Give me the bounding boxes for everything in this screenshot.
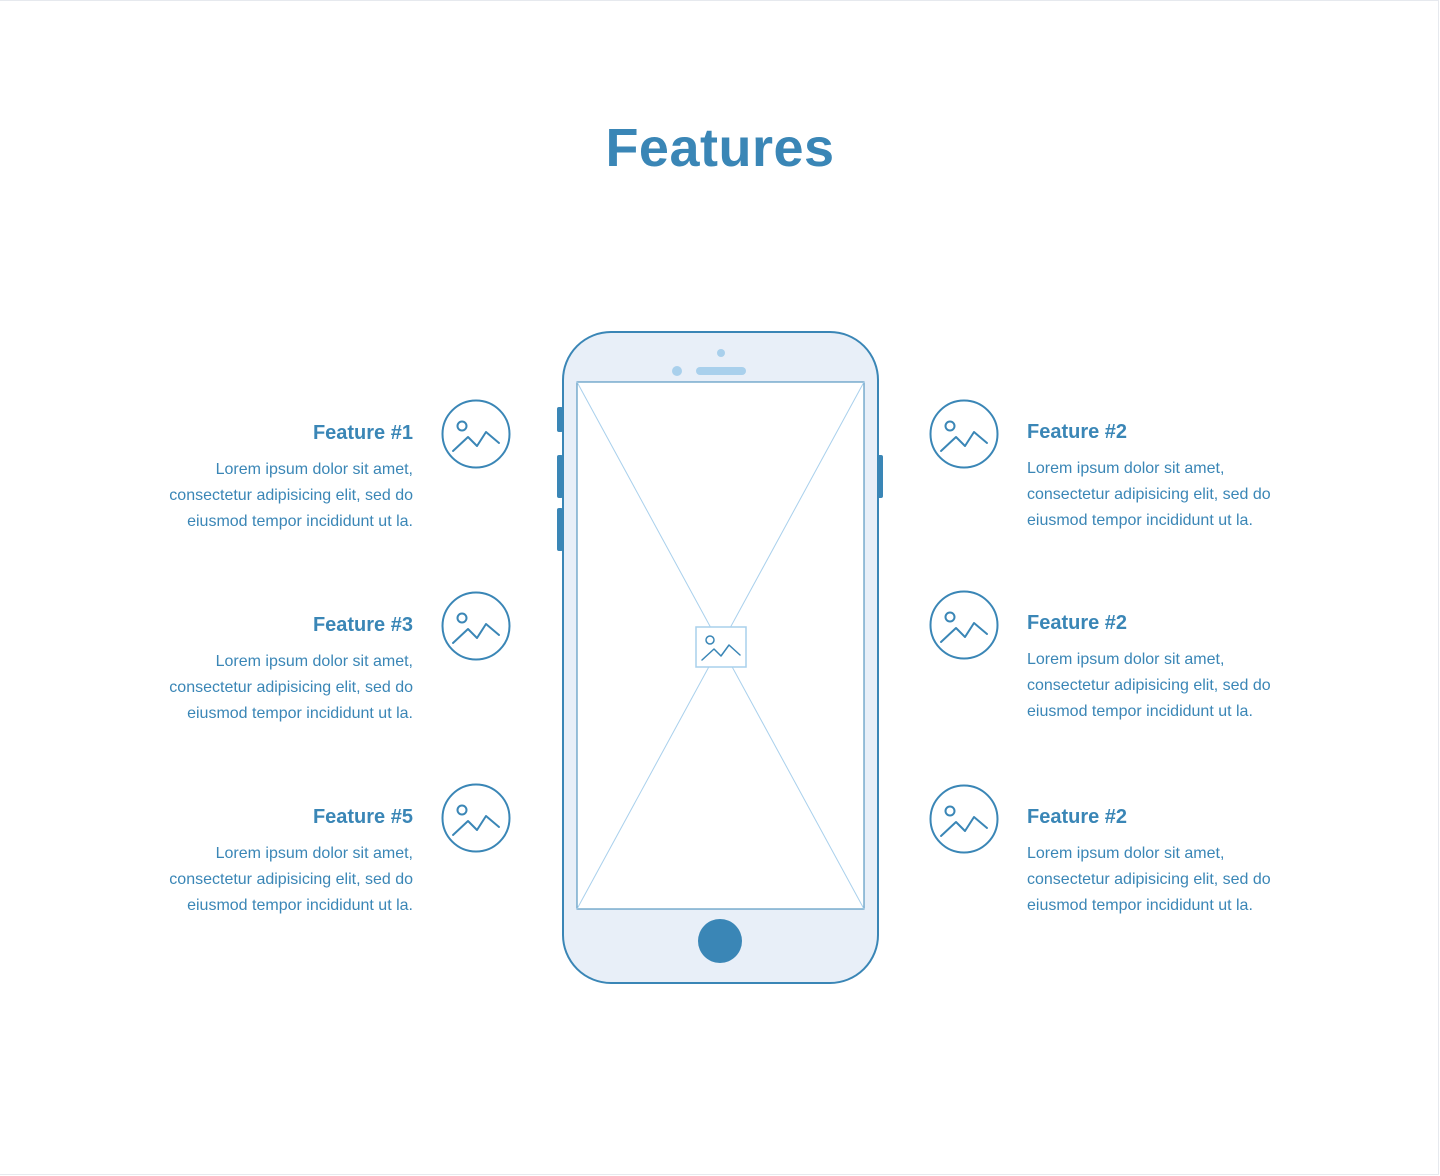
feature-title: Feature #2 [1027, 612, 1128, 634]
home-button [698, 919, 742, 963]
page-title: Features [605, 118, 835, 178]
phone-sensor [672, 366, 682, 376]
feature-title: Feature #5 [312, 806, 413, 828]
feature-item-1: Feature #1 Lorem ipsum dolor sit amet,co… [113, 419, 413, 535]
image-icon [929, 399, 999, 469]
feature-description: Lorem ipsum dolor sit amet,consectetur a… [169, 653, 413, 722]
feature-title: Feature #2 [1027, 421, 1128, 443]
feature-item-2b: Feature #2 Lorem ipsum dolor sit amet,co… [1027, 609, 1327, 725]
image-icon [441, 783, 511, 853]
feature-description: Lorem ipsum dolor sit amet,consectetur a… [1027, 651, 1271, 720]
image-icon [929, 590, 999, 660]
feature-title: Feature #3 [312, 614, 413, 636]
phone-speaker [696, 367, 746, 375]
phone-side-button [557, 455, 563, 498]
feature-item-3: Feature #3 Lorem ipsum dolor sit amet,co… [113, 611, 413, 727]
feature-item-2a: Feature #2 Lorem ipsum dolor sit amet,co… [1027, 418, 1327, 534]
feature-description: Lorem ipsum dolor sit amet,consectetur a… [1027, 845, 1271, 914]
image-icon [929, 784, 999, 854]
image-placeholder-icon [695, 626, 747, 668]
image-icon [441, 399, 511, 469]
feature-item-2c: Feature #2 Lorem ipsum dolor sit amet,co… [1027, 803, 1327, 919]
feature-description: Lorem ipsum dolor sit amet,consectetur a… [1027, 460, 1271, 529]
phone-mockup [557, 331, 883, 984]
feature-description: Lorem ipsum dolor sit amet,consectetur a… [169, 461, 413, 530]
feature-title: Feature #2 [1027, 806, 1128, 828]
feature-description: Lorem ipsum dolor sit amet,consectetur a… [169, 845, 413, 914]
feature-item-5: Feature #5 Lorem ipsum dolor sit amet,co… [113, 803, 413, 919]
feature-title: Feature #1 [312, 422, 413, 444]
image-icon [441, 591, 511, 661]
phone-camera [717, 349, 725, 357]
phone-side-button [557, 407, 563, 432]
phone-side-button [557, 508, 563, 551]
